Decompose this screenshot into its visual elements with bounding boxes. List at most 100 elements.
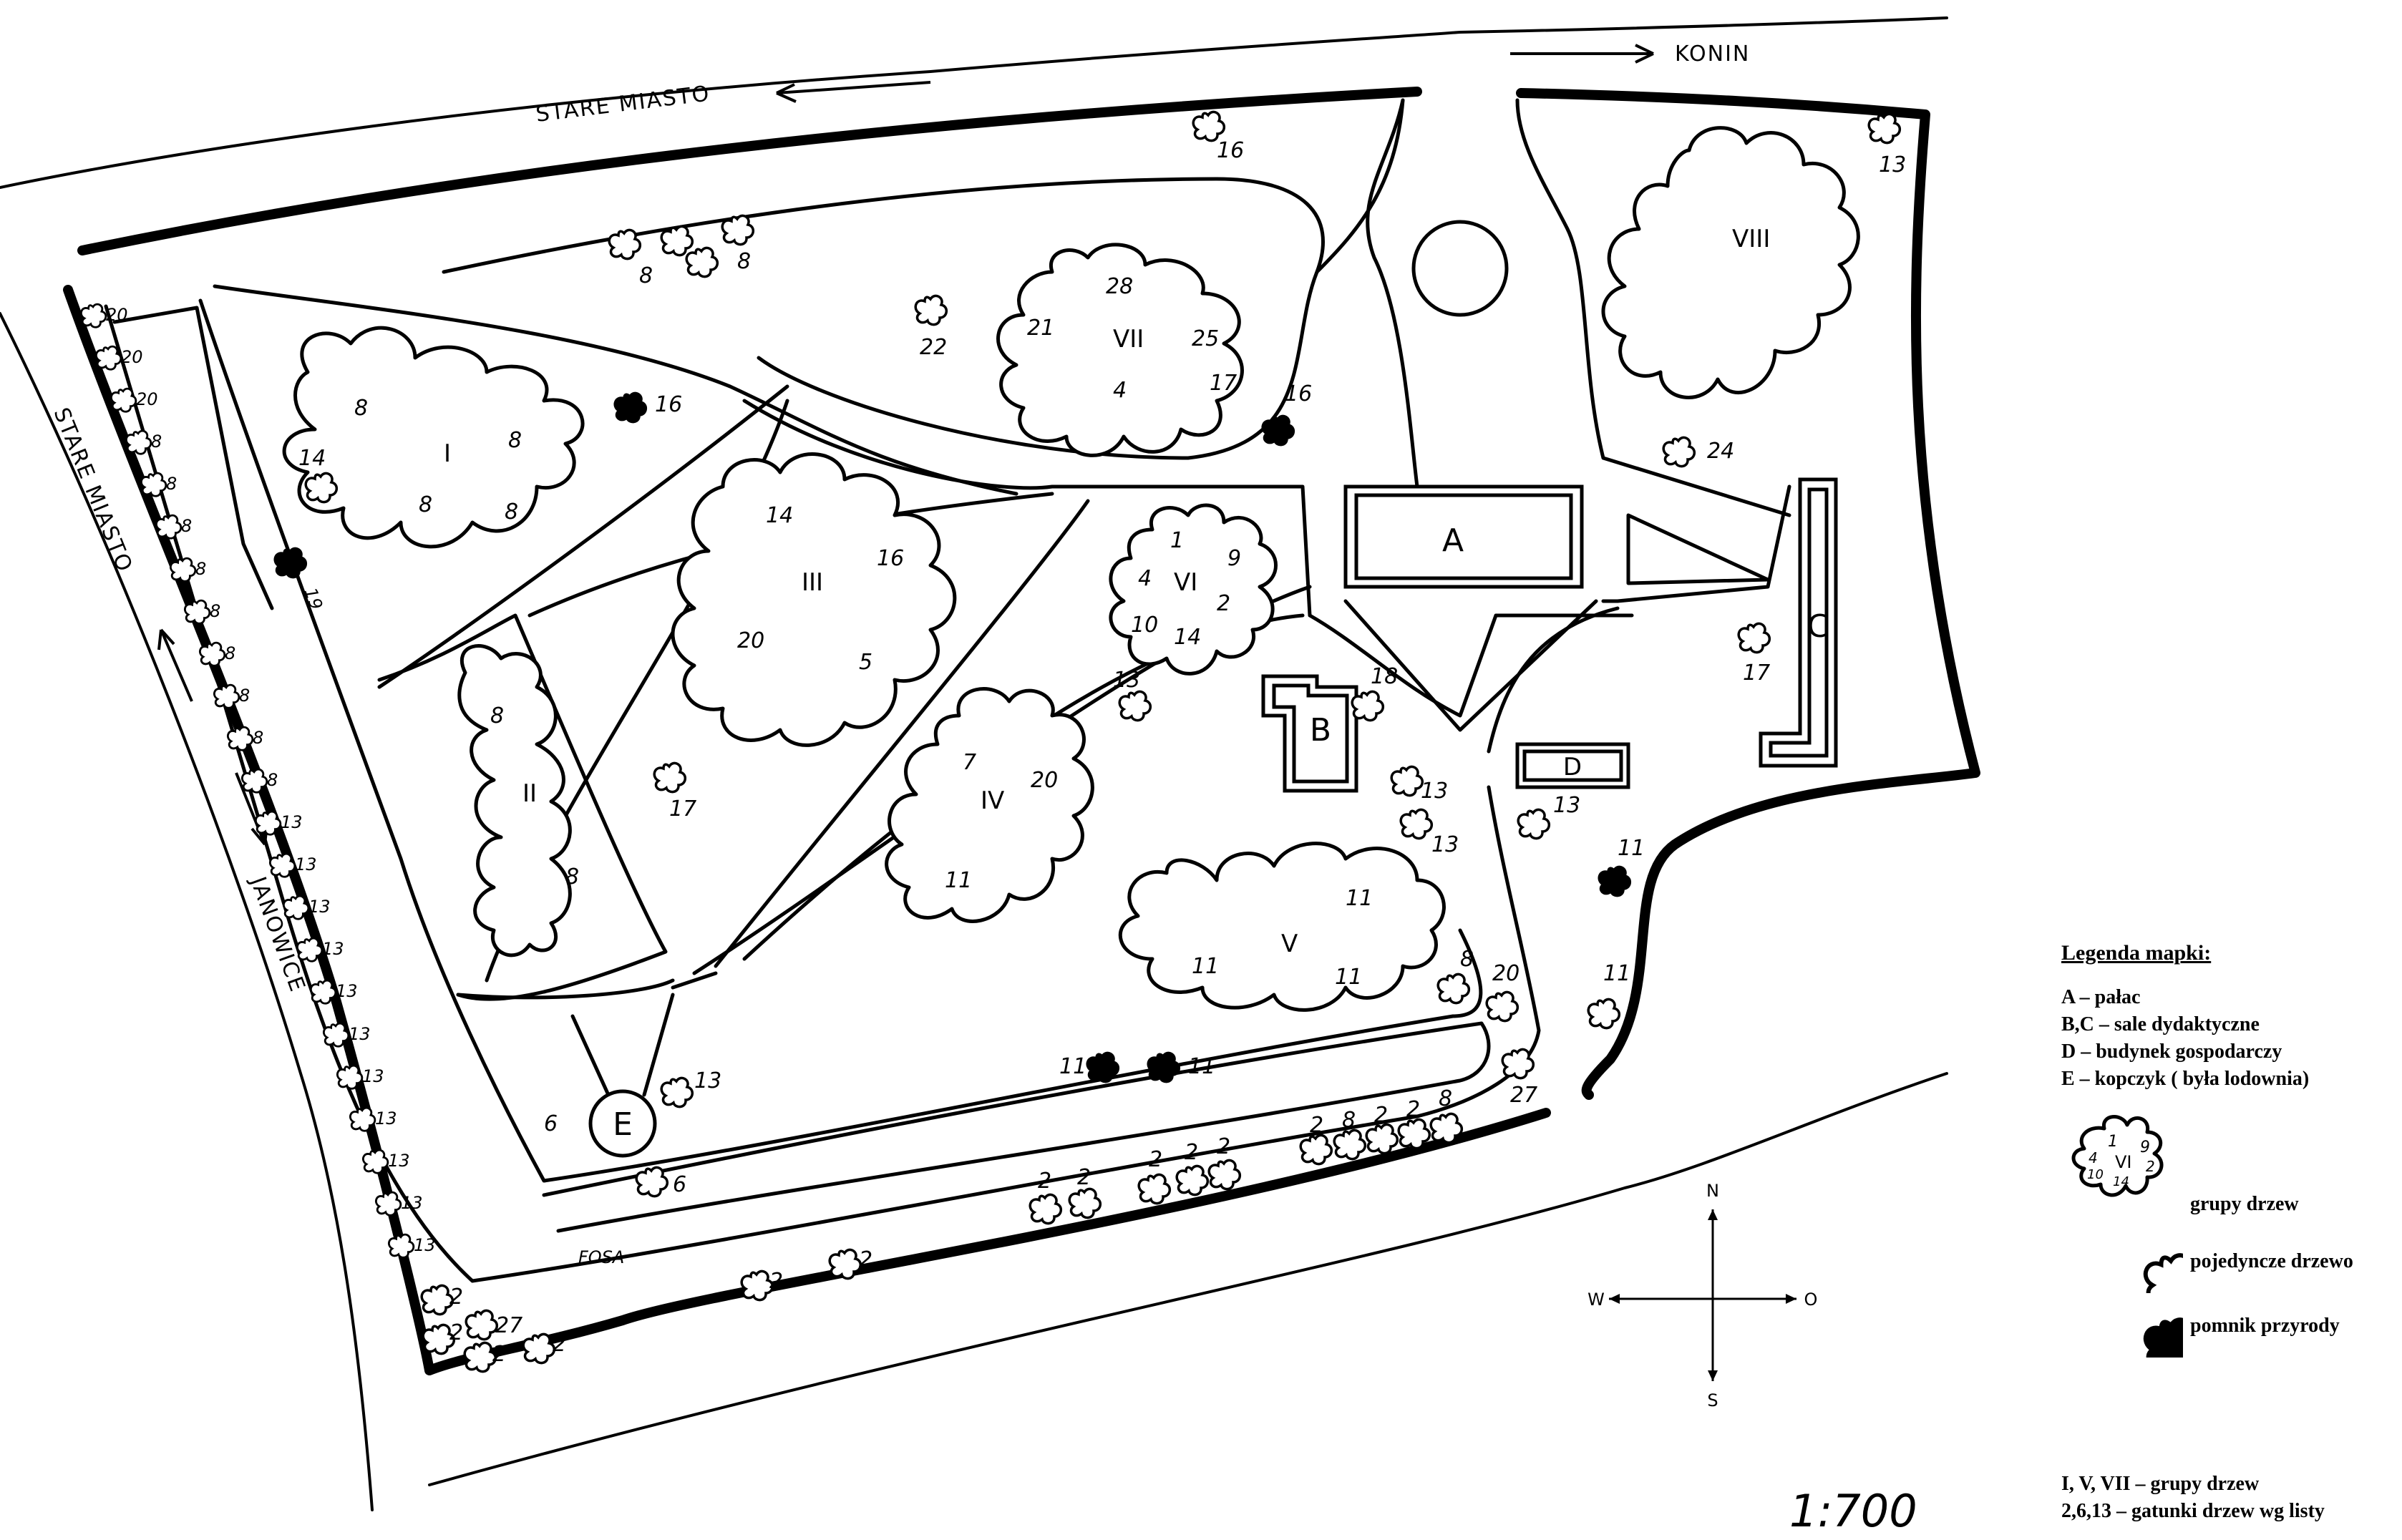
tree-group-I-label: I <box>444 439 451 468</box>
fosa-label: FOSA <box>578 1247 624 1267</box>
legend-group-number: 9 <box>2140 1139 2150 1156</box>
tree-group-III-label: III <box>802 568 823 597</box>
tree-group-VI-number: 4 <box>1138 566 1152 591</box>
tree-number: 13 <box>1879 152 1906 177</box>
single-tree <box>1175 1164 1210 1197</box>
single-tree <box>1390 765 1424 797</box>
tree-group-II-number: 8 <box>490 703 504 728</box>
single-tree <box>1436 973 1471 1005</box>
tree-number: 8 <box>195 559 206 579</box>
tree-number: 6 <box>544 1111 558 1136</box>
single-tree <box>1737 622 1771 654</box>
compass-o: O <box>1804 1290 1818 1310</box>
tree-number: 2 <box>492 1342 506 1367</box>
tree-number: 2 <box>1077 1165 1091 1190</box>
tree-number: 2 <box>1217 1134 1230 1159</box>
tree-number: 2 <box>1185 1140 1198 1165</box>
tree-number: 13 <box>1421 779 1448 804</box>
tree-number: 11 <box>1618 836 1645 861</box>
single-tree <box>465 1309 499 1341</box>
tree-number: 8 <box>181 516 192 536</box>
single-tree <box>914 294 948 326</box>
building-d-label: D <box>1563 753 1582 781</box>
monument-tree <box>1147 1051 1181 1083</box>
building-b: B <box>1261 674 1358 793</box>
building-c: C <box>1759 477 1838 768</box>
legend-group-number: 14 <box>2113 1174 2129 1189</box>
single-tree <box>653 761 687 794</box>
legend-group-number: 10 <box>2087 1167 2104 1182</box>
tree-number: 2 <box>1149 1147 1162 1172</box>
single-tree <box>1333 1129 1367 1161</box>
tree-number: 13 <box>375 1108 397 1129</box>
single-tree <box>1207 1159 1242 1191</box>
legend-note: 2,6,13 – gatunki drzew wg listy <box>2061 1500 2325 1522</box>
tree-group-II-label: II <box>522 779 537 808</box>
tree-group-VII-number: 28 <box>1106 274 1133 299</box>
road-label-konin: KONIN <box>1675 42 1750 67</box>
single-tree <box>685 246 719 278</box>
legend-group-roman: VI <box>2115 1152 2132 1172</box>
tree-number: 13 <box>322 939 344 959</box>
compass: N W O S <box>1587 1181 1817 1410</box>
tree-group-VI-number: 9 <box>1227 546 1241 571</box>
tree-number: 13 <box>308 897 331 917</box>
single-tree <box>79 303 107 328</box>
tree-number: 13 <box>694 1068 721 1093</box>
tree-group-V-label: V <box>1281 930 1298 958</box>
single-tree <box>1068 1187 1102 1219</box>
building-d: D <box>1515 742 1630 789</box>
single-tree <box>1501 1048 1535 1080</box>
tree-group-IV-number: 11 <box>945 868 972 893</box>
tree-number: 8 <box>166 474 177 494</box>
road-label-stare-miasto-top: STARE MIASTO <box>535 81 712 127</box>
tree-number: 2 <box>553 1332 566 1357</box>
tree-number: 13 <box>349 1024 371 1044</box>
tree-group-III-number: 14 <box>766 503 793 528</box>
tree-group-V-number: 11 <box>1335 965 1362 990</box>
single-tree <box>1192 110 1226 142</box>
tree-number: 13 <box>414 1235 436 1255</box>
tree-number: 2 <box>1406 1097 1420 1122</box>
tree-group-I-number: 8 <box>508 428 522 453</box>
tree-group-VII-label: VII <box>1113 325 1144 354</box>
single-tree <box>1029 1193 1063 1225</box>
tree-group-III: III 14 16 20 5 <box>671 452 957 747</box>
monument-tree-symbol <box>2061 1293 2183 1358</box>
tree-group-VII-number: 21 <box>1027 316 1054 341</box>
tree-group-II: II 8 8 <box>457 644 579 957</box>
single-tree <box>1867 112 1902 145</box>
tree-number: 20 <box>106 305 128 325</box>
legend-item: D – budynek gospodarczy <box>2061 1041 2282 1063</box>
tree-number: 13 <box>388 1151 410 1171</box>
legend-group-number: 2 <box>2146 1158 2155 1175</box>
single-trees: 16 8 8 22 16 16 13 24 14 19 17 13 18 13 … <box>273 110 1906 1373</box>
legend-symbol-label: pojedyncze drzewo <box>2190 1250 2353 1272</box>
tree-group-II-number: 8 <box>565 864 579 890</box>
building-a: A <box>1343 484 1584 589</box>
compass-w: W <box>1587 1290 1605 1310</box>
outer-roads <box>0 16 1948 1511</box>
legend-note: I, V, VII – grupy drzew <box>2061 1473 2260 1495</box>
tree-group-VII-number: 4 <box>1113 378 1127 403</box>
tree-number: 11 <box>1603 961 1630 986</box>
single-tree <box>608 228 642 260</box>
single-tree <box>1118 690 1152 722</box>
legend-single-tree-row: pojedyncze drzewo <box>2061 1229 2391 1293</box>
monument-tree <box>1261 414 1295 447</box>
tree-number: 13 <box>362 1066 384 1086</box>
legend-group-number: 1 <box>2108 1133 2118 1151</box>
tree-group-VI-number: 10 <box>1131 613 1158 638</box>
tree-number: 13 <box>281 812 303 832</box>
tree-group-IV: IV 7 20 11 <box>885 687 1094 923</box>
tree-number: 8 <box>253 728 263 748</box>
tree-group-VIII: VIII <box>1601 126 1860 399</box>
tree-number: 8 <box>239 686 250 706</box>
building-e-label: E <box>613 1106 633 1143</box>
single-tree <box>1485 990 1520 1023</box>
tree-group-III-number: 20 <box>737 628 764 653</box>
single-tree <box>1351 690 1385 722</box>
tree-group-symbol: 1 9 4 2 10 14 VI <box>2071 1115 2164 1197</box>
tree-number: 8 <box>639 263 653 288</box>
